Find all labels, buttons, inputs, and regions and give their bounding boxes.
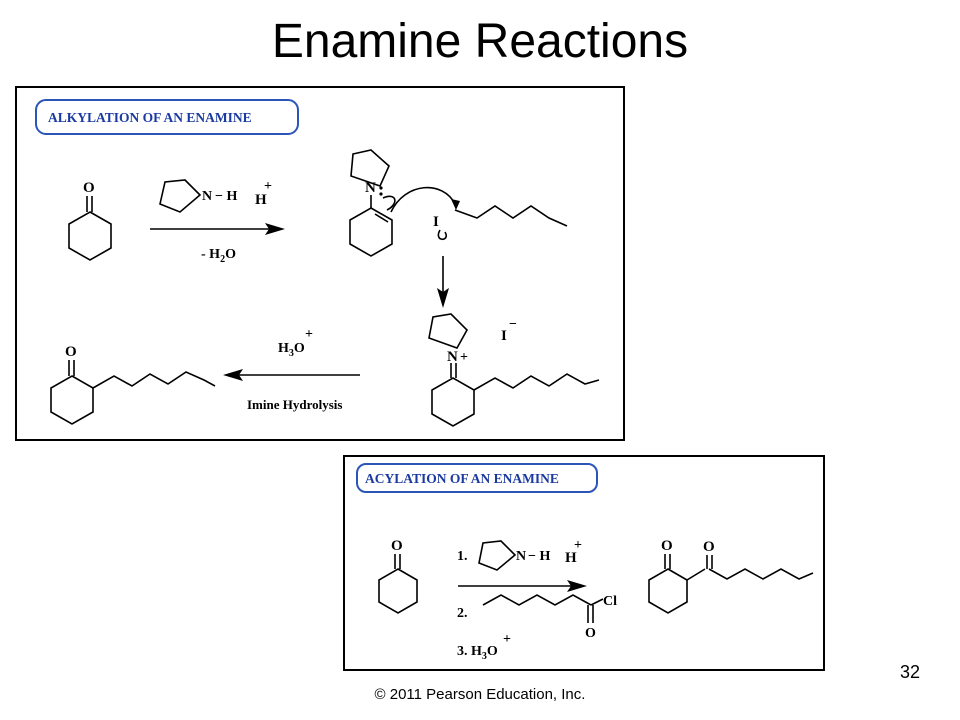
acyl-product-o2: O (703, 539, 715, 555)
alkylation-heading-box (35, 99, 299, 135)
step-3-plus: + (503, 632, 511, 647)
ketone-oxygen: O (83, 180, 95, 196)
counter-iodide: I (501, 328, 507, 344)
enamine-n: N (365, 180, 376, 196)
acylated-ketone: O O (648, 538, 814, 614)
alkylated-ketone: O (50, 344, 216, 425)
reaction-arrow-down (437, 256, 449, 308)
copyright-notice: © 2011 Pearson Education, Inc. (374, 686, 586, 703)
acyl-product-o1: O (661, 538, 673, 554)
acyl-chloride-o: O (585, 626, 596, 641)
enamine: N (349, 149, 460, 257)
acid-plus: + (264, 179, 272, 194)
step-3: 3. H3O (457, 644, 498, 662)
imine-hydrolysis-label: Imine Hydrolysis (247, 397, 342, 412)
acyl-acid-plus: + (574, 538, 582, 553)
acyl-pyrrolidine-h: − H (528, 549, 550, 564)
pyrrolidine-reagent: N − H H + (159, 179, 272, 213)
acylation-reagents: 1. N − H H + 2. Cl O 3. H3O + (457, 538, 617, 662)
slide-title: Enamine Reactions (271, 15, 689, 68)
alkylation-panel: ALKYLATION OF AN ENAMINE O N − H H + - H… (15, 86, 625, 441)
iminium-plus: + (460, 350, 468, 365)
minus-water: - H2O (201, 247, 236, 265)
counter-charge: − (509, 317, 517, 332)
step-1: 1. (457, 549, 468, 564)
hexyl-iodide: I (433, 205, 568, 241)
reaction-arrow-2: H3O + Imine Hydrolysis (223, 327, 360, 412)
acylation-heading: ACYLATION OF AN ENAMINE (365, 471, 559, 486)
iminium-salt: N + I − (428, 313, 600, 427)
step-2: 2. (457, 606, 468, 621)
acylation-heading-box (356, 463, 598, 493)
alkylation-heading: ALKYLATION OF AN ENAMINE (48, 110, 252, 125)
reaction-arrow-1: - H2O (150, 223, 285, 265)
acyl-cyclohexanone: O (378, 538, 418, 614)
iminium-n: N (447, 349, 458, 365)
product-oxygen: O (65, 344, 77, 360)
acyl-pyrrolidine-n: N (516, 549, 526, 564)
page-number: 32 (899, 662, 920, 682)
pyrrolidine-n: N (202, 189, 212, 204)
hydronium-plus: + (305, 327, 313, 342)
acyl-chloride-cl: Cl (603, 594, 617, 609)
hydronium: H3O (278, 341, 305, 359)
acid-catalyst: H (255, 192, 267, 208)
iodide-atom: I (433, 214, 439, 230)
acylation-panel: ACYLATION OF AN ENAMINE O 1. N − H H + 2… (343, 455, 825, 671)
pyrrolidine-h: − H (215, 189, 237, 204)
acyl-acid: H (565, 550, 577, 566)
acyl-ketone-oxygen: O (391, 538, 403, 554)
cyclohexanone: O (68, 180, 112, 261)
